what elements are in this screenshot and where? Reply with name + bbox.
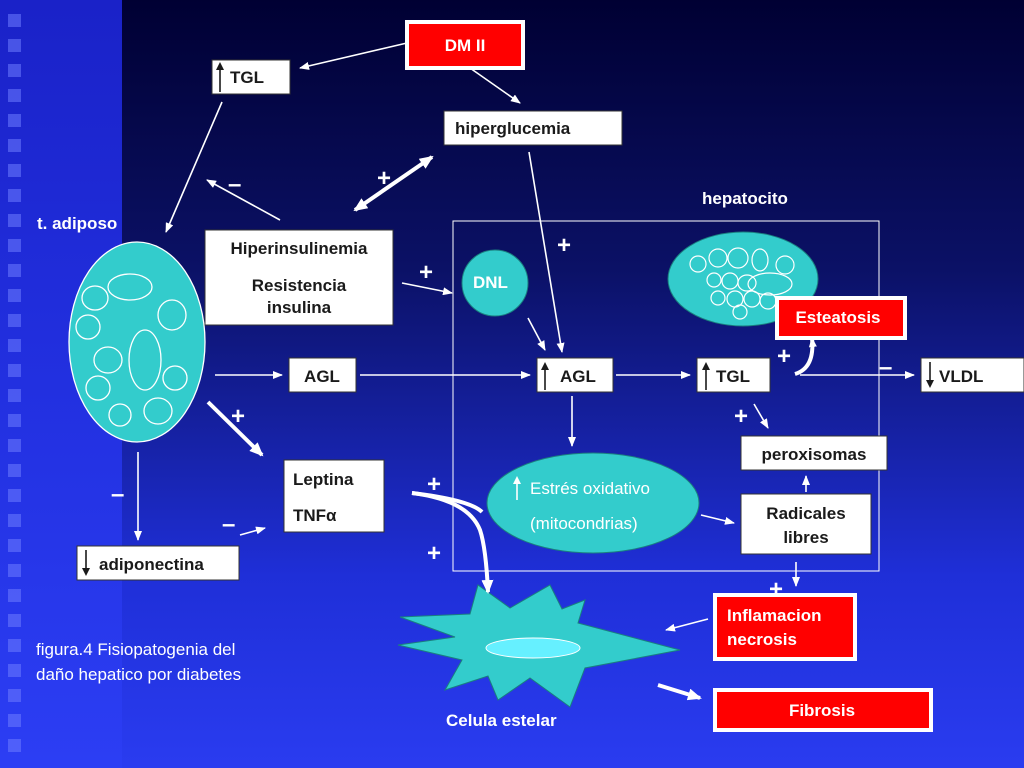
- stripe-square: [8, 714, 21, 727]
- figure-caption-line2: daño hepatico por diabetes: [36, 665, 241, 684]
- minus-sign: –: [879, 354, 892, 381]
- dnl-label: DNL: [473, 273, 508, 292]
- stripe-square: [8, 539, 21, 552]
- dm2-box: [405, 20, 525, 70]
- peroxisomas-box: [740, 435, 888, 471]
- stripe-square: [8, 139, 21, 152]
- tgl-right-label: TGL: [716, 367, 750, 386]
- tgl-right-box: [696, 357, 771, 393]
- leptina-label: Leptina: [293, 470, 354, 489]
- hiperinsulinemia-label: Hiperinsulinemia: [231, 239, 369, 258]
- hiperglucemia-label: hiperglucemia: [455, 119, 571, 138]
- tnf-label: TNFα: [293, 506, 337, 525]
- minus-sign: –: [222, 511, 235, 538]
- stellate-cell: [397, 584, 681, 708]
- stripe-square: [8, 639, 21, 652]
- stripe-square: [8, 364, 21, 377]
- agl-right-box: [536, 357, 614, 393]
- stripe-square: [8, 614, 21, 627]
- figure-caption-line1: figura.4 Fisiopatogenia del: [36, 640, 235, 659]
- minus-sign: –: [228, 171, 241, 198]
- stripe-square: [8, 739, 21, 752]
- stripe-square: [8, 39, 21, 52]
- stripe-square: [8, 214, 21, 227]
- insulina-label: insulina: [267, 298, 332, 317]
- stripe-square: [8, 14, 21, 27]
- stripe-square: [8, 464, 21, 477]
- stripe-square: [8, 514, 21, 527]
- plus-sign: +: [377, 165, 391, 192]
- connector-arrows: [134, 42, 915, 701]
- plus-sign: +: [557, 232, 571, 259]
- plus-sign: +: [427, 540, 441, 567]
- leptina-box: [283, 459, 385, 533]
- t-adiposo-label: t. adiposo: [37, 214, 117, 233]
- adipose-tissue-cell: [68, 241, 206, 443]
- adiponectina-label: adiponectina: [99, 555, 204, 574]
- esteatosis-label: Esteatosis: [795, 308, 880, 327]
- plus-sign: +: [231, 403, 245, 430]
- plus-sign: +: [777, 343, 791, 370]
- oxidative-stress-ellipse: [486, 452, 700, 554]
- plus-sign: +: [734, 403, 748, 430]
- stripe-square: [8, 314, 21, 327]
- stripe-square: [8, 89, 21, 102]
- fibrosis-label: Fibrosis: [789, 701, 855, 720]
- plus-sign: +: [419, 259, 433, 286]
- stripe-square: [8, 389, 21, 402]
- estres-label: Estrés oxidativo: [530, 479, 650, 498]
- inflamacion-label: Inflamacion: [727, 606, 821, 625]
- plus-sign: +: [769, 576, 783, 603]
- necrosis-label: necrosis: [727, 630, 797, 649]
- inflamacion-box: [713, 593, 857, 661]
- minus-sign: –: [111, 481, 124, 508]
- fibrosis-box: [713, 688, 933, 732]
- resistencia-label: Resistencia: [252, 276, 347, 295]
- stripe-square: [8, 64, 21, 77]
- adiponectina-box: [76, 545, 240, 581]
- hepatocyte-frame: [452, 220, 880, 572]
- radicales-box: [740, 493, 872, 555]
- hiperinsulinemia-box: [204, 229, 394, 326]
- vldl-label: VLDL: [939, 367, 983, 386]
- agl-left-label: AGL: [304, 367, 340, 386]
- stripe-square: [8, 264, 21, 277]
- stripe-square: [8, 164, 21, 177]
- stripe-square: [8, 564, 21, 577]
- hepatocito-label: hepatocito: [702, 189, 788, 208]
- stripe-square: [8, 239, 21, 252]
- agl-left-box: [288, 357, 357, 393]
- stripe-square: [8, 439, 21, 452]
- stripe-square: [8, 689, 21, 702]
- stripe-square: [8, 589, 21, 602]
- celula-estelar-label: Celula estelar: [446, 711, 557, 730]
- agl-right-label: AGL: [560, 367, 596, 386]
- hiperglucemia-box: [443, 110, 623, 146]
- dnl-circle: [461, 249, 529, 317]
- stripe-square: [8, 489, 21, 502]
- peroxisomas-label: peroxisomas: [762, 445, 867, 464]
- esteatosis-box: [775, 296, 907, 340]
- tgl-top-label: TGL: [230, 68, 264, 87]
- stripe-square: [8, 339, 21, 352]
- tgl-top-box: [211, 59, 291, 95]
- mitocondrias-label: (mitocondrias): [530, 514, 638, 533]
- stripe-square: [8, 114, 21, 127]
- radicales-label: Radicales: [766, 504, 845, 523]
- stripe-square: [8, 664, 21, 677]
- plus-sign: +: [427, 471, 441, 498]
- stripe-square: [8, 414, 21, 427]
- stripe-square: [8, 189, 21, 202]
- stripe-square: [8, 289, 21, 302]
- dm2-label: DM II: [445, 36, 486, 55]
- vldl-box: [920, 357, 1024, 393]
- libres-label: libres: [783, 528, 828, 547]
